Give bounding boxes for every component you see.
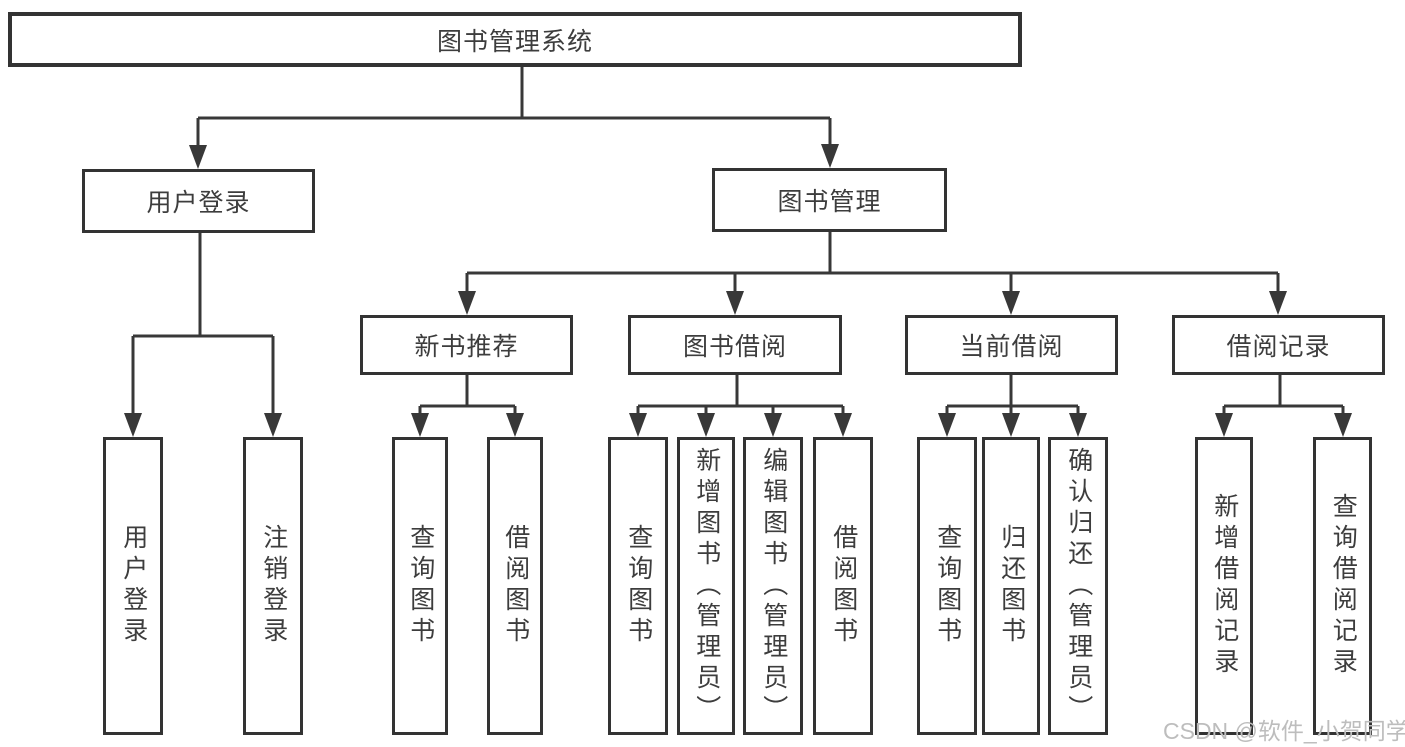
leaf-query-books-borrow: 查询图书 [608,437,668,735]
leaf-return-books: 归还图书 [982,437,1040,735]
leaf-label: 借阅图书 [501,524,530,648]
node-user-login: 用户登录 [82,169,315,233]
node-current-borrow: 当前借阅 [905,315,1118,375]
csdn-watermark: CSDN @软件_小贺同学 [1163,718,1405,744]
leaf-query-borrow-record: 查询借阅记录 [1313,437,1372,735]
leaf-label: 查询图书 [933,524,962,648]
leaf-logout: 注销登录 [243,437,303,735]
leaf-label: 归还图书 [997,524,1026,648]
leaf-borrow-books-recommend: 借阅图书 [487,437,543,735]
node-book-management: 图书管理 [712,168,947,232]
leaf-borrow-books: 借阅图书 [813,437,873,735]
leaf-label: 查询借阅记录 [1329,493,1358,679]
leaf-label: 新增借阅记录 [1210,493,1239,679]
node-borrow-records: 借阅记录 [1172,315,1385,375]
leaf-label: 编辑图书（管理员） [759,446,788,726]
leaf-query-books-recommend: 查询图书 [392,437,448,735]
leaf-add-borrow-record: 新增借阅记录 [1195,437,1253,735]
leaf-label: 用户登录 [119,524,148,648]
leaf-label: 查询图书 [624,524,653,648]
leaf-query-books-current: 查询图书 [917,437,977,735]
leaf-edit-books-admin: 编辑图书（管理员） [743,437,803,735]
node-root-system: 图书管理系统 [8,12,1022,67]
node-book-borrow: 图书借阅 [628,315,842,375]
leaf-label: 查询图书 [406,524,435,648]
leaf-add-books-admin: 新增图书（管理员） [677,437,735,735]
leaf-confirm-return-admin: 确认归还（管理员） [1048,437,1108,735]
leaf-label: 新增图书（管理员） [692,446,721,726]
leaf-label: 注销登录 [259,524,288,648]
node-new-book-recommend: 新书推荐 [360,315,573,375]
leaf-user-login: 用户登录 [103,437,163,735]
leaf-label: 借阅图书 [829,524,858,648]
leaf-label: 确认归还（管理员） [1064,446,1093,726]
